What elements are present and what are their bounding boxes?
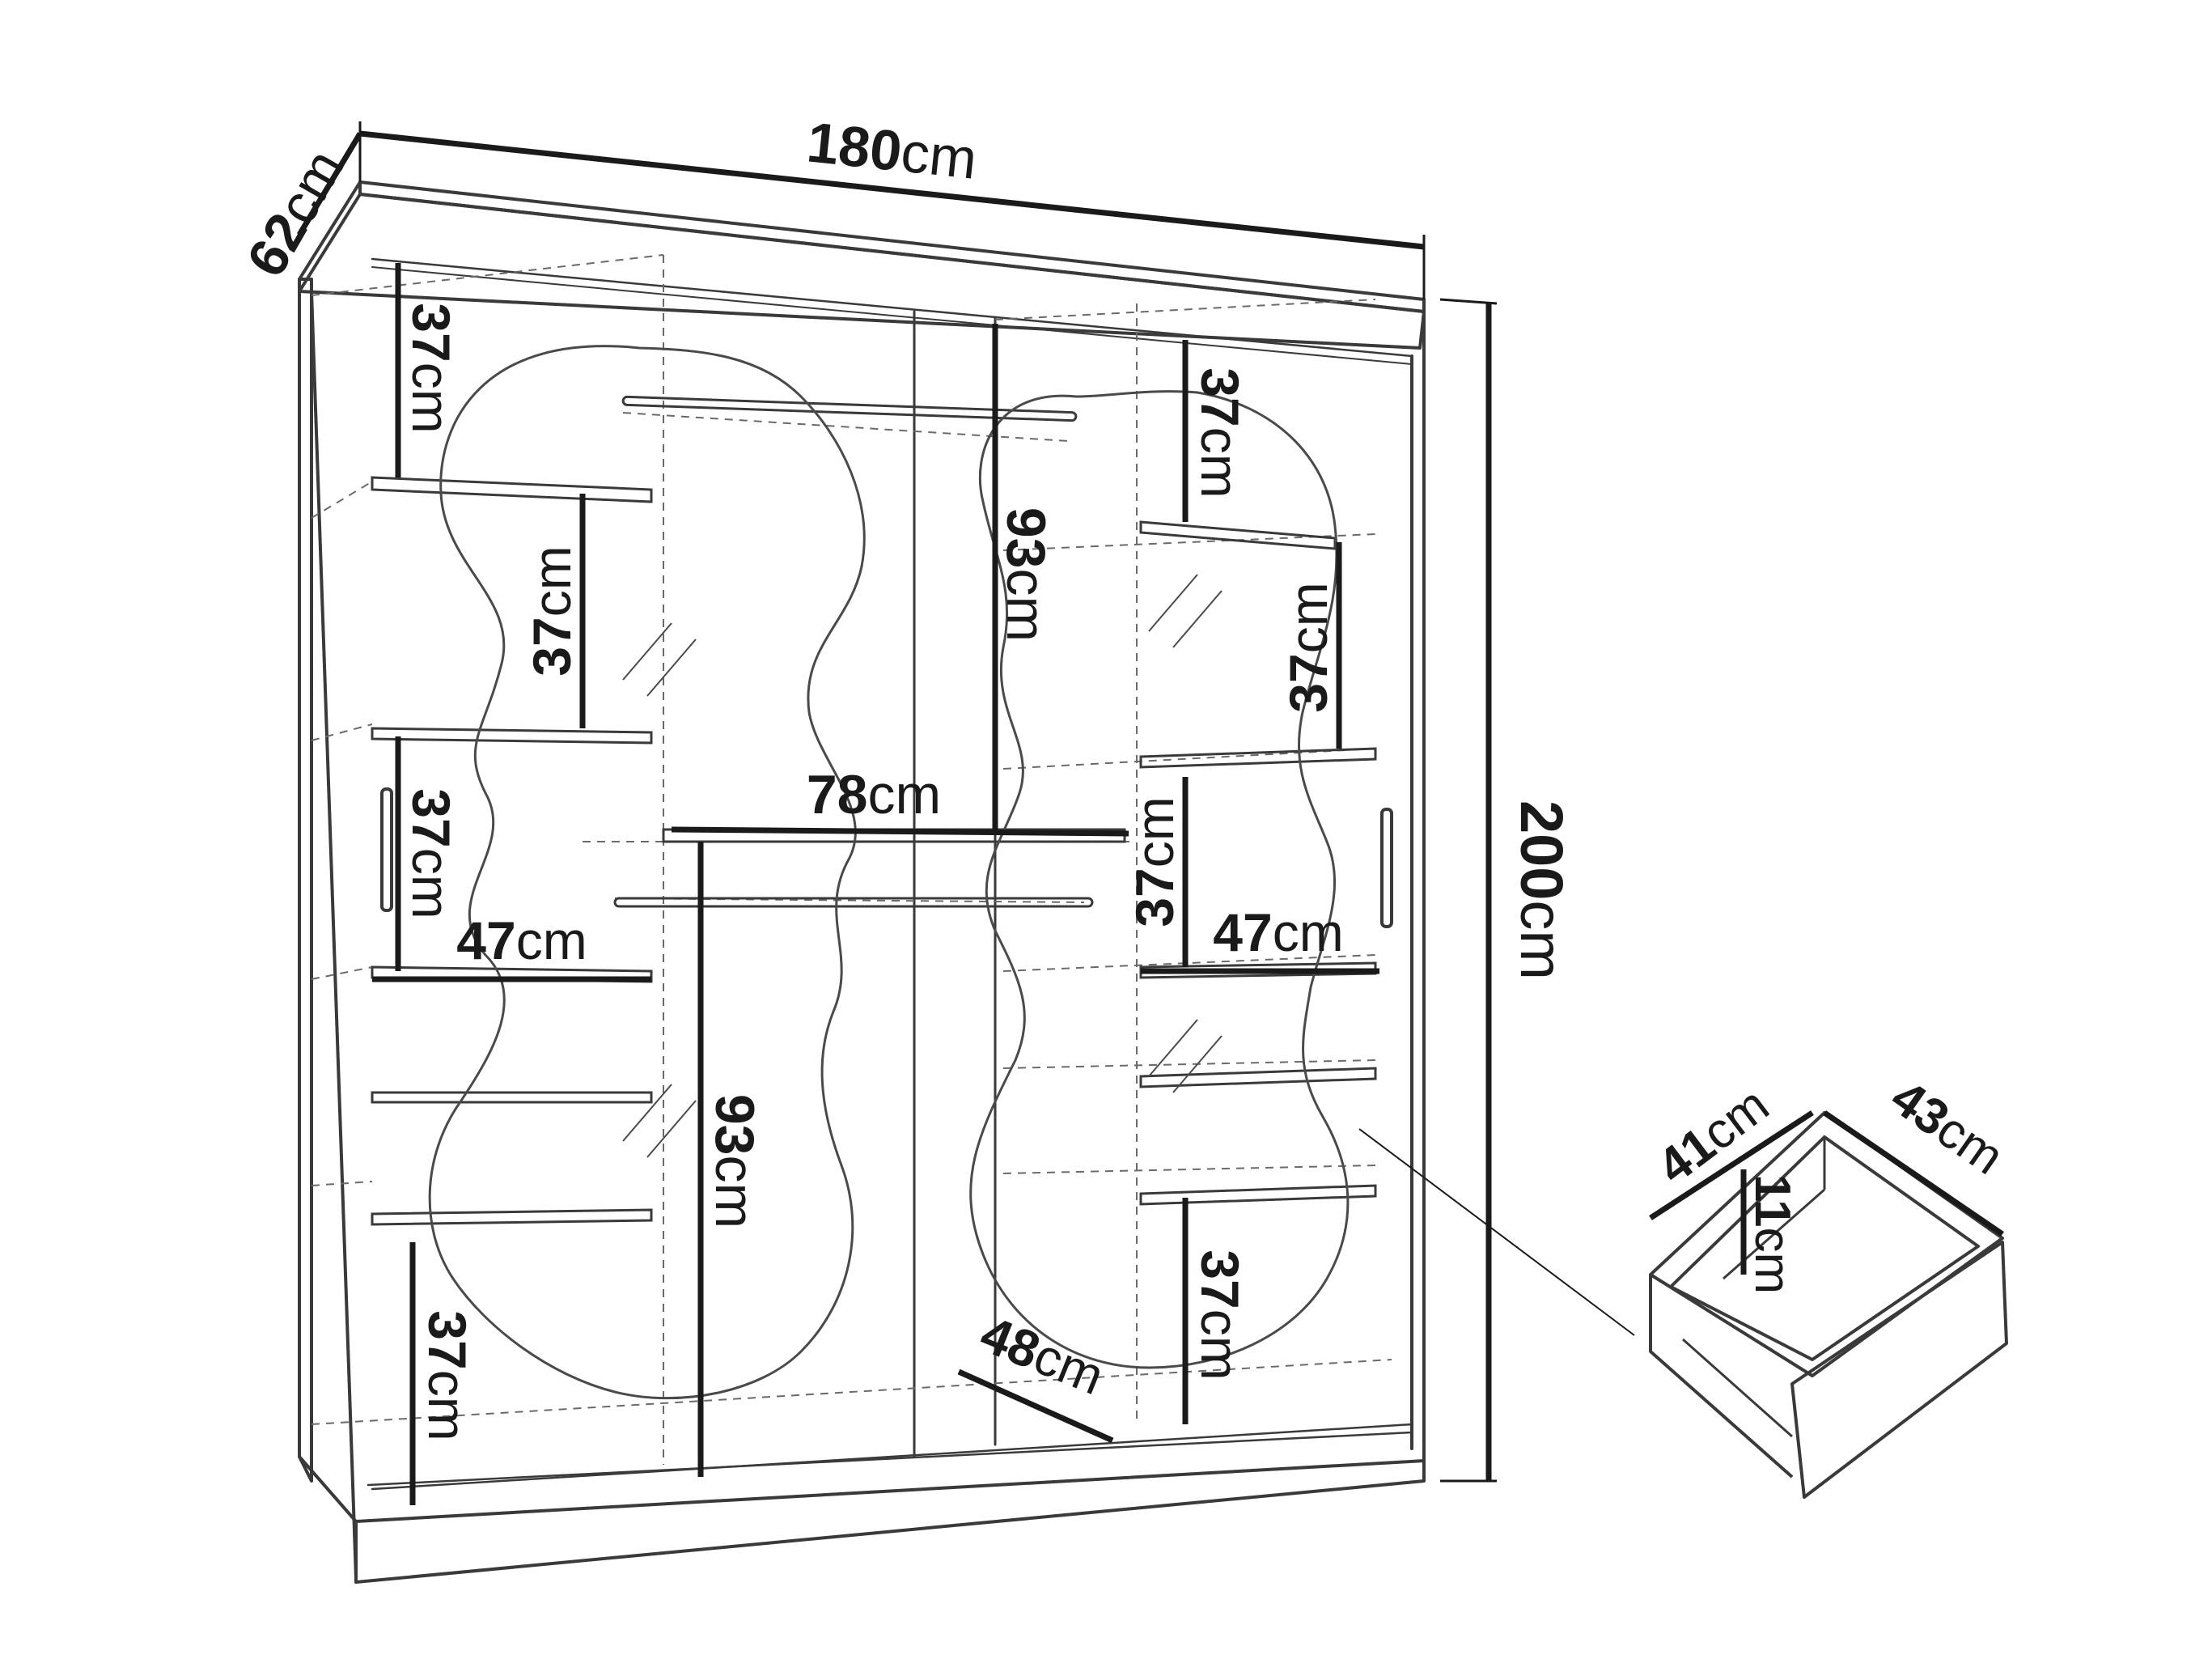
floor-depth-bar — [957, 1368, 1114, 1444]
floor-depth-label: 48cm — [973, 1305, 1112, 1406]
glint-2 — [646, 639, 697, 697]
shelf-r3 — [1002, 954, 1376, 972]
wardrobe-outline — [298, 180, 1426, 1584]
top-rail — [371, 257, 1413, 358]
shelf-l4 — [311, 1181, 373, 1186]
width-label: 180cm — [804, 110, 980, 191]
left-gap-3-label: 37cm — [401, 788, 461, 919]
drawer-inner-back — [1723, 1188, 1825, 1280]
depth-label: 62cm — [235, 139, 356, 286]
top-left-edge — [298, 180, 362, 281]
left-gap-2-label: 37cm — [522, 545, 582, 676]
height-label: 200cm — [1508, 800, 1575, 980]
base-back — [367, 1431, 1413, 1487]
mirror-shapes — [428, 345, 1350, 1400]
top-panel-front — [298, 193, 1426, 350]
hanging-upper-label: 93cm — [995, 507, 1057, 642]
right-shelf-4 — [1139, 1067, 1377, 1088]
bottom-rail — [371, 1423, 1413, 1491]
glint-5 — [1148, 574, 1198, 632]
shelf-l3 — [311, 966, 373, 980]
right-gap-3-label: 37cm — [1125, 796, 1184, 927]
left-gap-1-label: 37cm — [401, 303, 461, 433]
left-bottom-edge — [298, 1455, 358, 1523]
rail-width-bar — [671, 826, 1129, 837]
glint-3 — [622, 1084, 672, 1142]
glint-7 — [1148, 1019, 1198, 1077]
inner-back-top — [311, 254, 664, 296]
width-dim-line — [359, 130, 1425, 250]
left-gap-4-label: 37cm — [417, 1310, 477, 1440]
left-handle — [380, 787, 393, 912]
drawer-depth-bar — [1649, 1110, 1814, 1220]
shelf-r2 — [1002, 748, 1376, 770]
floor-line — [311, 1359, 1392, 1425]
right-shelf-width-label: 47cm — [1213, 902, 1343, 962]
lower-rail — [613, 897, 1094, 908]
top-rail-2 — [371, 266, 1413, 365]
left-shelf-5 — [371, 1208, 653, 1226]
right-shelf-1 — [1139, 520, 1337, 550]
drawer-inner-floor — [1682, 1338, 1793, 1438]
left-side-panel — [298, 278, 313, 1483]
drawer-front — [1790, 1241, 2008, 1499]
right-gap-4-label: 37cm — [1190, 1250, 1250, 1380]
right-gap-2-label: 37cm — [1278, 582, 1338, 712]
right-shelf-5 — [1139, 1184, 1377, 1206]
drawer-dimension-bars — [1649, 1110, 2004, 1275]
drawer-side — [1649, 1275, 1794, 1479]
drawer-inner-rim — [1669, 1135, 1980, 1361]
glint-6 — [1172, 590, 1223, 648]
left-shelf-width-label: 47cm — [456, 910, 587, 970]
height-dim-tick-t — [1439, 298, 1498, 305]
dimension-bars — [296, 121, 1498, 1505]
base-plinth — [354, 1459, 1426, 1584]
depth-dim-line — [296, 132, 363, 236]
right-gap-1-label: 37cm — [1190, 367, 1250, 498]
drawer-height-label: 11cm — [1744, 1174, 1800, 1294]
shelf-l1 — [311, 481, 373, 519]
glint-4 — [646, 1100, 697, 1158]
right-mirror-wave — [969, 390, 1350, 1369]
left-front-edge — [310, 290, 358, 1580]
drawer-detail — [1649, 1111, 2008, 1499]
dimension-labels: 62cm 180cm 200cm 37cm 37cm 37cm 37cm 47c… — [235, 110, 2014, 1440]
left-shelf-1 — [371, 476, 653, 503]
glint-1 — [622, 622, 672, 681]
upper-rail — [621, 395, 1078, 422]
right-handle — [1380, 808, 1393, 928]
drawer-callout-line — [1358, 1128, 1635, 1336]
inner-back-top-r — [994, 299, 1376, 320]
right-shelf-2 — [1139, 747, 1377, 769]
shelf-r4 — [1002, 1059, 1376, 1069]
left-mirror-wave — [428, 345, 866, 1400]
hanging-lower-label: 93cm — [704, 1094, 765, 1228]
shelf-l2 — [311, 723, 373, 741]
glint-8 — [1172, 1035, 1223, 1093]
shelf-r5 — [1002, 1165, 1376, 1174]
left-shelf-2 — [371, 727, 653, 745]
drawer-top-rim — [1649, 1111, 2004, 1377]
left-shelf-4 — [371, 1091, 653, 1104]
top-panel — [358, 180, 1426, 313]
drawer-width-bar — [1823, 1110, 2004, 1237]
rail-width-label: 78cm — [807, 764, 941, 825]
